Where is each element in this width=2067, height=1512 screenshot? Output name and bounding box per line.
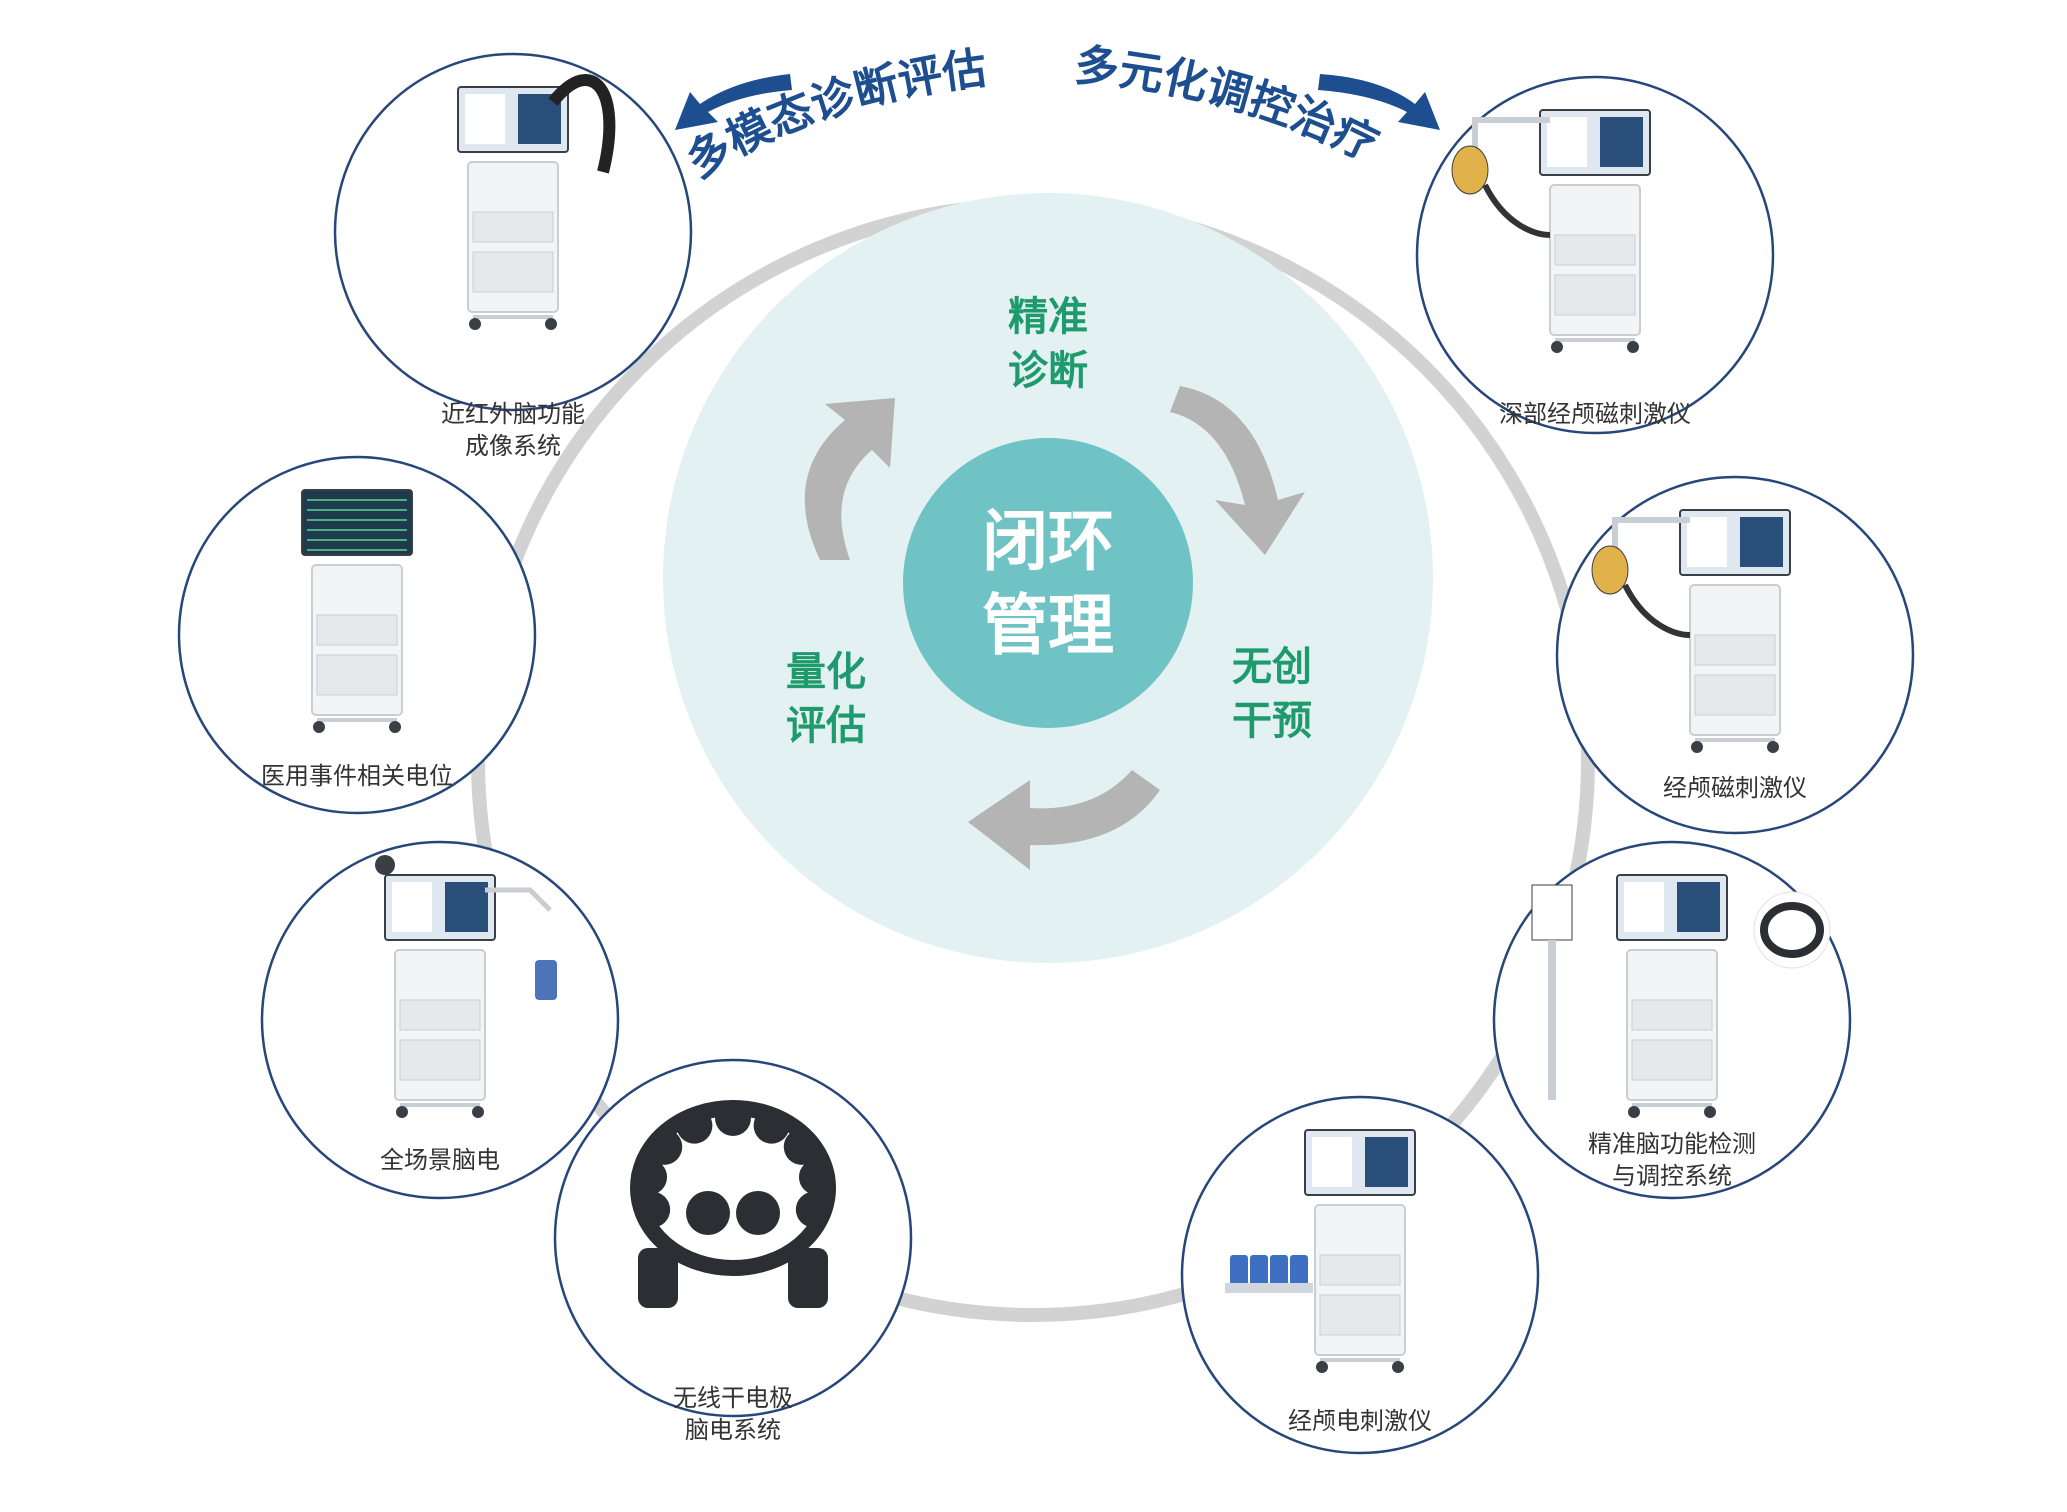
device-precision — [1492, 840, 1852, 1200]
arrow-assess-to-diagnose-icon — [804, 398, 895, 560]
device-label-precision-line2: 与调控系统 — [1612, 1162, 1732, 1190]
step-precise-diagnosis-line1: 精准 — [1008, 294, 1088, 340]
hub-label: 闭环 管理 — [982, 500, 1114, 668]
step-noninvasive-intervention-line1: 无创 — [1232, 644, 1312, 690]
device-dry-eeg — [553, 1058, 913, 1418]
erp-monitor-cart-icon — [301, 489, 413, 733]
tes-stimulator-icon — [1225, 1129, 1416, 1373]
right-curved-arrow-icon — [1318, 74, 1440, 130]
step-quantitative-assessment-line2: 评估 — [786, 703, 866, 749]
right-heading: 多元化调控治疗 — [1073, 40, 1386, 171]
device-tes — [1180, 1095, 1540, 1455]
device-label-tms-line1: 经颅磁刺激仪 — [1663, 774, 1807, 802]
device-label-erp-line1: 医用事件相关电位 — [261, 762, 453, 790]
arrow-intervene-to-assess-icon — [968, 770, 1160, 870]
hub-label-line1: 闭环 — [982, 503, 1114, 580]
device-label-eeg: 全场景脑电 — [380, 1144, 500, 1176]
cycle-arrows — [804, 386, 1305, 870]
device-eeg — [260, 840, 620, 1200]
tms-device-icon — [1591, 509, 1791, 753]
left-heading: 多模态诊断评估 — [678, 43, 990, 188]
device-tms — [1555, 475, 1915, 835]
device-label-fnirs-line1: 近红外脑功能 — [441, 400, 585, 428]
device-label-eeg-line1: 全场景脑电 — [380, 1146, 500, 1174]
left-curved-arrow-icon — [675, 74, 792, 130]
device-label-fnirs-line2: 成像系统 — [465, 432, 561, 460]
device-label-deep-tms-line1: 深部经颅磁刺激仪 — [1499, 400, 1691, 428]
device-erp — [177, 455, 537, 815]
step-quantitative-assessment-line1: 量化 — [786, 649, 866, 695]
device-label-dry-eeg-line2: 脑电系统 — [685, 1416, 781, 1444]
step-precise-diagnosis-line2: 诊断 — [1008, 348, 1088, 394]
device-label-tes-line1: 经颅电刺激仪 — [1288, 1407, 1432, 1435]
device-label-dry-eeg: 无线干电极 脑电系统 — [673, 1382, 793, 1446]
arrow-diagnose-to-intervene-icon — [1170, 386, 1305, 555]
step-precise-diagnosis: 精准 诊断 — [1008, 290, 1088, 398]
nirs-imaging-cart-icon — [457, 74, 616, 330]
device-fnirs — [333, 52, 693, 412]
eeg-workstation-icon — [375, 855, 557, 1118]
deep-tms-device-icon — [1451, 109, 1651, 353]
device-label-precision-line1: 精准脑功能检测 — [1588, 1130, 1756, 1158]
device-label-tes: 经颅电刺激仪 — [1288, 1405, 1432, 1437]
device-label-deep-tms: 深部经颅磁刺激仪 — [1499, 398, 1691, 430]
device-label-precision: 精准脑功能检测 与调控系统 — [1588, 1128, 1756, 1192]
device-label-erp: 医用事件相关电位 — [261, 760, 453, 792]
device-deep-tms — [1415, 75, 1775, 435]
step-noninvasive-intervention: 无创 干预 — [1232, 640, 1312, 748]
precision-brain-system-icon — [1531, 874, 1831, 1118]
step-quantitative-assessment: 量化 评估 — [786, 645, 866, 753]
device-label-fnirs: 近红外脑功能 成像系统 — [441, 398, 585, 462]
step-noninvasive-intervention-line2: 干预 — [1232, 698, 1312, 744]
hub-circle — [903, 438, 1193, 728]
device-label-dry-eeg-line1: 无线干电极 — [673, 1384, 793, 1412]
dry-electrode-headset-icon — [630, 1100, 836, 1308]
hub-label-line2: 管理 — [982, 587, 1114, 664]
device-label-tms: 经颅磁刺激仪 — [1663, 772, 1807, 804]
